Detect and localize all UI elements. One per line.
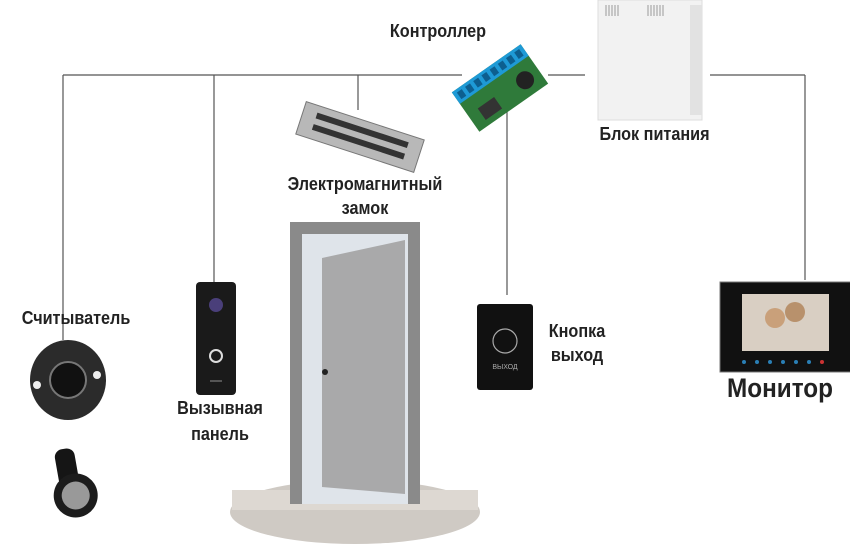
call-panel bbox=[196, 282, 236, 395]
reader-label: Считыватель bbox=[21, 308, 131, 328]
card-reader bbox=[30, 340, 106, 420]
key-fob bbox=[53, 448, 98, 518]
monitor-label: Монитор bbox=[727, 373, 833, 403]
power-supply-label: Блок питания bbox=[599, 124, 710, 144]
exit-label-line1: Кнопка bbox=[548, 321, 606, 341]
controller-label: Контроллер bbox=[389, 21, 487, 41]
exit-button-text: ВЫХОД bbox=[492, 364, 518, 371]
exit-label-line2: выход bbox=[550, 345, 604, 365]
exit-button bbox=[477, 304, 533, 390]
video-monitor bbox=[719, 281, 850, 373]
lock-label-line2: замок bbox=[341, 198, 389, 218]
door bbox=[230, 222, 480, 544]
panel-label-line2: панель bbox=[191, 424, 249, 444]
panel-label-line1: Вызывная bbox=[177, 398, 263, 418]
power-supply-unit bbox=[597, 0, 703, 121]
electromagnetic-lock bbox=[295, 101, 425, 173]
controller-board bbox=[451, 44, 549, 132]
lock-label-line1: Электромагнитный bbox=[287, 174, 443, 194]
